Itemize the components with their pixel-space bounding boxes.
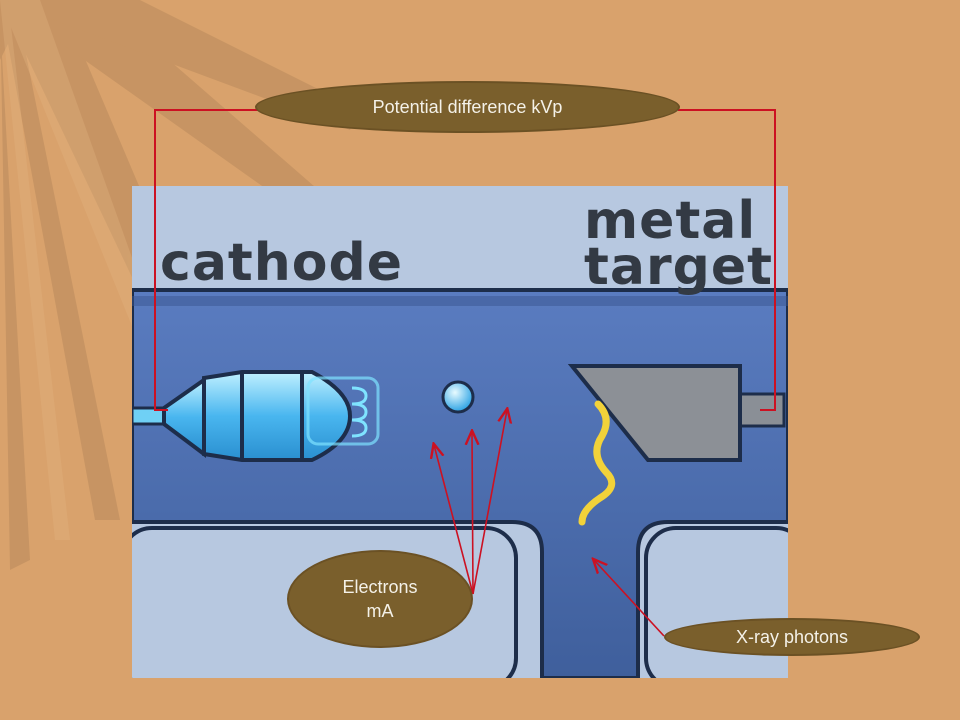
electron-icon xyxy=(441,380,475,414)
electron-arrow-1 xyxy=(434,445,474,595)
metal-target-label-line1: metal xyxy=(584,191,757,251)
electrons-label: Electrons mA xyxy=(287,550,473,648)
potential-difference-text: Potential difference kVp xyxy=(372,97,563,117)
circuit-wire-left xyxy=(154,109,258,411)
electrons-unit-text: mA xyxy=(366,601,394,621)
electron-arrow-2 xyxy=(472,432,473,595)
potential-difference-label: Potential difference kVp xyxy=(255,81,680,133)
electron-arrow-3 xyxy=(472,410,507,595)
metal-target-label-line2: target xyxy=(584,237,773,297)
circuit-wire-right xyxy=(678,109,776,411)
electrons-text: Electrons xyxy=(342,577,418,597)
metal-target-label: metal target xyxy=(584,191,773,297)
filament-coil-icon xyxy=(306,376,380,446)
x-ray-wave-icon xyxy=(578,400,616,526)
cathode-label: cathode xyxy=(160,233,404,293)
xray-arrow xyxy=(594,560,665,637)
xray-photons-text: X-ray photons xyxy=(735,627,849,647)
metal-target-icon xyxy=(567,364,786,462)
xray-photons-label: X-ray photons xyxy=(664,618,920,656)
